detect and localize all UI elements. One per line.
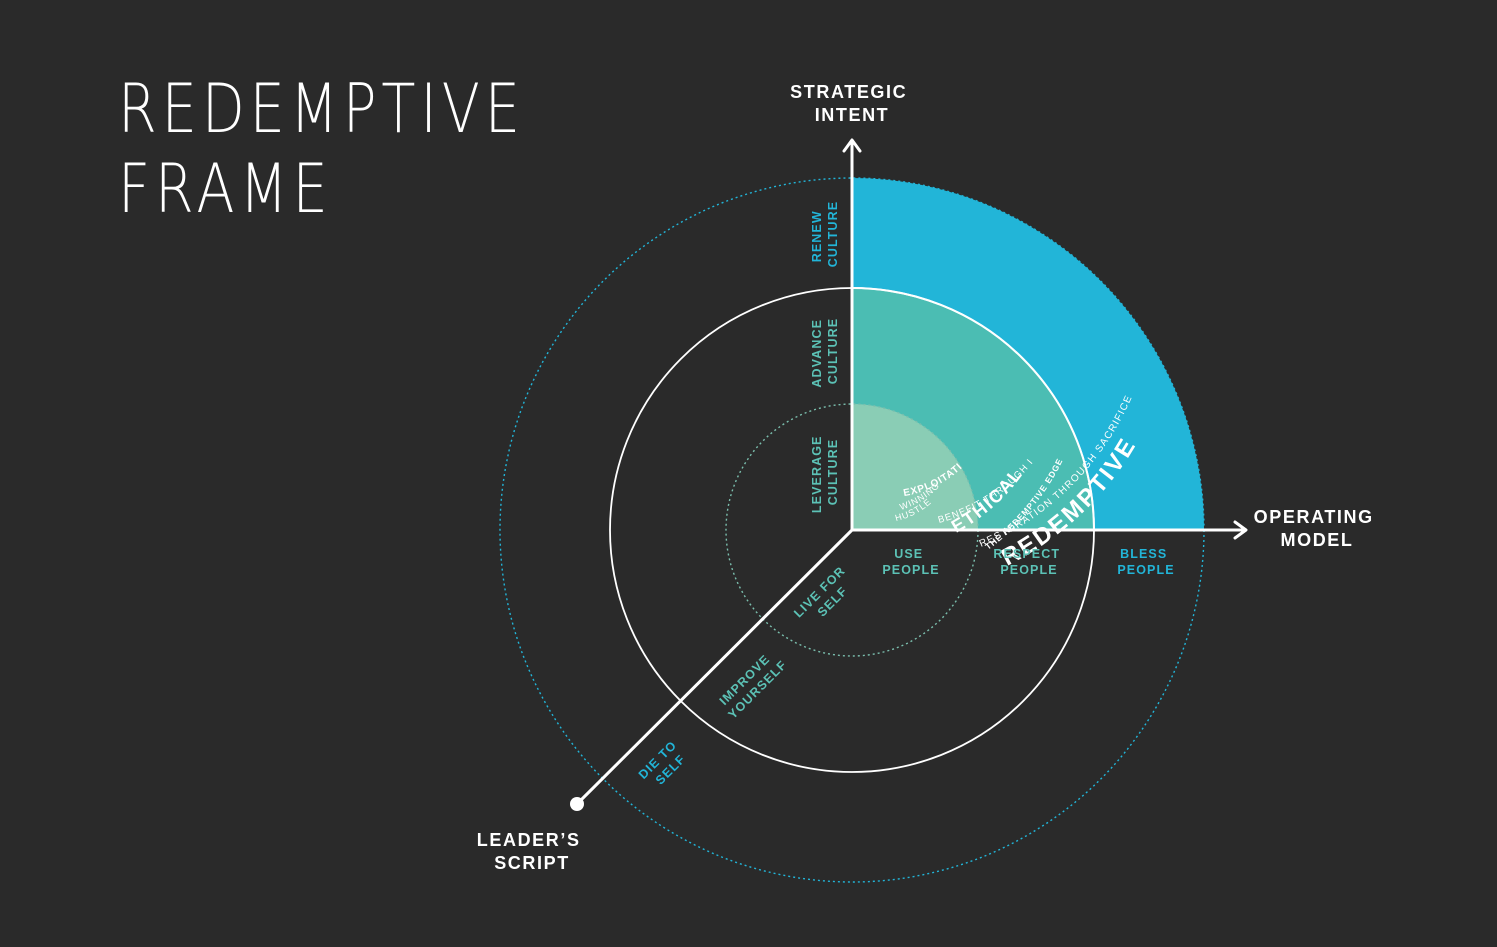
- strategic-intent-label: STRATEGIC INTENT: [790, 82, 914, 125]
- respect-line1: RESPECT: [993, 547, 1060, 561]
- respect-line2: PEOPLE: [1000, 563, 1057, 577]
- die-to-self-label: DIE TO SELF: [636, 735, 694, 793]
- advance-line2: CULTURE: [826, 318, 840, 385]
- y-label-line1: STRATEGIC: [790, 82, 907, 102]
- d-label-line2: SCRIPT: [494, 853, 570, 873]
- x-arrow-head: [1233, 520, 1248, 540]
- winning-text: WINNING =: [0, 0, 941, 512]
- y-label-line2: INTENT: [815, 105, 890, 125]
- respect-people-label: RESPECT PEOPLE: [993, 547, 1064, 577]
- title-line-2: FRAME: [118, 150, 333, 229]
- bless-line2: PEOPLE: [1117, 563, 1174, 577]
- leverage-line1: LEVERAGE: [810, 436, 824, 514]
- bless-line1: BLESS: [1120, 547, 1167, 561]
- y-arrow-head: [842, 138, 862, 153]
- advance-culture-label: ADVANCE CULTURE: [810, 314, 840, 387]
- x-label-line1: OPERATING: [1254, 507, 1374, 527]
- leaders-script-dot: [570, 797, 584, 811]
- operating-model-label: OPERATING MODEL: [1254, 507, 1381, 550]
- renew-line2: CULTURE: [826, 201, 840, 268]
- bless-people-label: BLESS PEOPLE: [1117, 547, 1174, 577]
- exploitative-subtitle-1: WINNING =: [0, 0, 941, 512]
- advance-line1: ADVANCE: [810, 319, 824, 388]
- leaders-script-label: LEADER’S SCRIPT: [477, 830, 587, 873]
- d-label-line1: LEADER’S: [477, 830, 581, 850]
- x-label-line2: MODEL: [1281, 530, 1354, 550]
- leverage-culture-label: LEVERAGE CULTURE: [810, 431, 840, 513]
- use-people-label: USE PEOPLE: [882, 547, 939, 577]
- leverage-line2: CULTURE: [826, 439, 840, 506]
- leaders-script-axis: [575, 528, 854, 806]
- use-line2: PEOPLE: [882, 563, 939, 577]
- title-line-1: REDEMPTIVE: [118, 70, 525, 149]
- renew-culture-label: RENEW CULTURE: [810, 201, 840, 268]
- exploitative-sector: [852, 404, 978, 530]
- renew-line1: RENEW: [810, 210, 824, 262]
- live-for-self-label: LIVE FOR SELF: [791, 560, 862, 631]
- use-line1: USE: [894, 547, 923, 561]
- page-title: REDEMPTIVE FRAME: [118, 70, 525, 230]
- redemptive-edge-line: [851, 287, 1095, 531]
